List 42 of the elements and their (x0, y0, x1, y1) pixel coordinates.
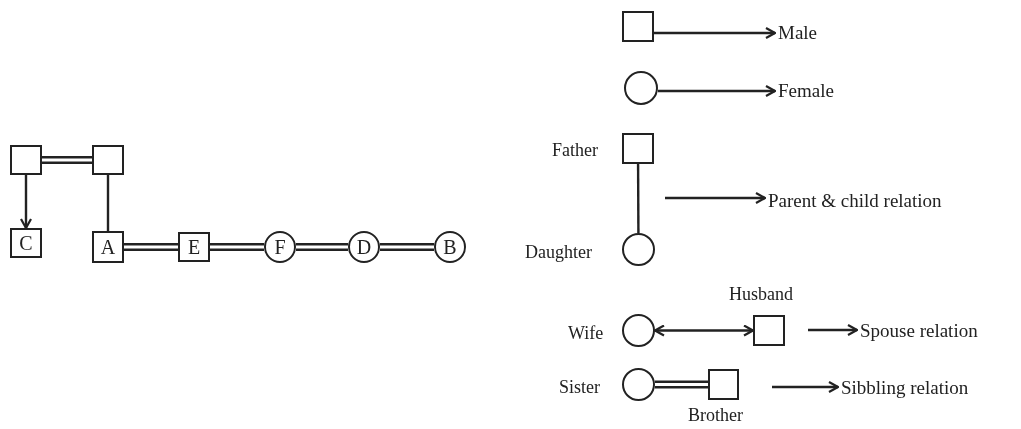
relation-label: Father (552, 141, 598, 159)
male-square (92, 231, 124, 263)
female-circle (348, 231, 380, 263)
node-label: D (356, 237, 372, 257)
female-circle (264, 231, 296, 263)
node-label: A (100, 237, 116, 257)
female-circle (624, 71, 658, 105)
double-line (380, 243, 434, 251)
meaning-label: Parent & child relation (768, 190, 942, 210)
connector-line (636, 164, 640, 233)
arrow (19, 175, 33, 230)
relation-label: Sister (559, 378, 600, 396)
male-square (92, 145, 124, 175)
female-circle (434, 231, 466, 263)
arrow (654, 26, 777, 40)
male-square (178, 232, 210, 262)
male-square (10, 145, 42, 175)
male-square (10, 228, 42, 258)
meaning-label: Spouse relation (860, 320, 978, 340)
male-square (622, 11, 654, 42)
double-line (655, 380, 708, 389)
double-line (210, 243, 264, 251)
arrow (653, 324, 755, 337)
double-line (42, 156, 92, 164)
meaning-label: Male (778, 22, 818, 42)
connector-line (106, 175, 110, 231)
arrow (658, 84, 777, 98)
relation-label: Daughter (525, 243, 592, 261)
arrow (665, 191, 767, 205)
arrow (772, 380, 840, 394)
node-label: B (443, 237, 457, 257)
double-line (296, 243, 348, 251)
arrow (808, 323, 859, 337)
relation-label: Husband (729, 285, 793, 303)
node-label: C (19, 233, 33, 253)
node-label: F (274, 237, 286, 257)
node-label: E (187, 237, 201, 257)
double-line (124, 243, 178, 251)
meaning-label: Female (778, 80, 834, 100)
relation-label: Brother (688, 406, 743, 424)
meaning-label: Sibbling relation (841, 377, 969, 397)
relation-label: Wife (568, 324, 604, 342)
